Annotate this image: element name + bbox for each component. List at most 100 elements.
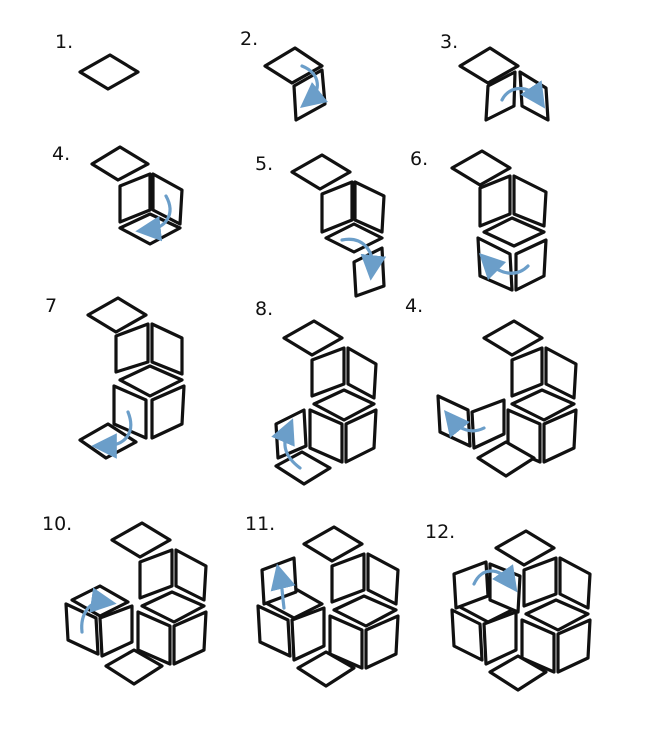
lower-right-rhombus	[542, 408, 578, 464]
step-5-label: 5.	[255, 153, 273, 175]
step-2-diagram	[263, 46, 328, 122]
step-10-diagram	[64, 521, 208, 686]
step-6-diagram	[450, 149, 548, 292]
top-rhombus	[110, 521, 172, 559]
center-red-rhombus	[524, 598, 590, 632]
right-rhombus	[518, 70, 550, 122]
side-rhombus	[470, 398, 506, 450]
top-rhombus	[90, 145, 150, 182]
teal-rhombus	[558, 556, 592, 610]
middle-rhombus	[324, 222, 384, 254]
left-rhombus	[310, 346, 346, 398]
right-rhombus	[346, 346, 378, 400]
left-rhombus	[118, 172, 152, 224]
step-4-diagram	[90, 145, 184, 246]
yellow-rhombus	[522, 556, 558, 608]
right-rhombus	[174, 548, 208, 602]
bottom-red-rhombus	[488, 654, 548, 692]
left-rhombus	[330, 552, 366, 604]
step-1-diagram	[78, 53, 140, 91]
bottom-rhombus	[476, 440, 536, 478]
top-rhombus	[86, 296, 148, 334]
step-9-label: 4.	[405, 295, 423, 317]
top-rhombus	[290, 153, 352, 191]
lower-right-rhombus	[344, 408, 378, 464]
right-rhombus	[366, 552, 400, 606]
left-rhombus	[484, 70, 517, 122]
step-3-diagram	[458, 46, 550, 122]
upper-yellow-rhombus	[452, 560, 490, 610]
fold-arrow	[340, 237, 387, 281]
lower-rhombus	[352, 246, 386, 298]
lower-left-rhombus	[112, 384, 148, 440]
middle-rhombus	[312, 388, 376, 422]
right-rhombus	[150, 322, 184, 376]
step-8-label: 8.	[255, 298, 273, 320]
fold-arrow	[271, 418, 302, 470]
step-7-diagram	[78, 296, 186, 460]
step-11-diagram	[256, 525, 400, 688]
far-left-rhombus	[256, 604, 292, 658]
left-rhombus	[114, 322, 150, 374]
fold-arrow	[300, 64, 328, 109]
top-rhombus	[78, 53, 140, 91]
left-yellow-rhombus	[482, 610, 518, 666]
fold-arrow	[135, 194, 172, 242]
step-12-label: 12.	[425, 521, 455, 543]
step-7-label: 7	[45, 295, 57, 317]
right-rhombus	[544, 346, 578, 400]
lower-left-rhombus	[308, 408, 344, 464]
left-rhombus	[320, 180, 354, 234]
step-10-label: 10.	[42, 513, 72, 535]
rotate-arrow	[478, 252, 530, 281]
bottom-rhombus	[296, 650, 356, 688]
lower-right-rhombus	[364, 614, 400, 670]
lower-right-rhombus	[514, 238, 548, 292]
top-rhombus	[302, 525, 364, 563]
rotate-arrow	[500, 80, 546, 109]
step-1-label: 1.	[55, 31, 73, 53]
step-8-diagram	[271, 319, 378, 486]
middle-rhombus	[140, 590, 206, 624]
step-12-diagram	[450, 529, 592, 692]
top-rhombus	[482, 319, 544, 357]
top-rhombus	[263, 46, 324, 85]
right-rhombus	[353, 180, 386, 234]
fold-arrow	[91, 410, 133, 459]
step-3-label: 3.	[440, 31, 458, 53]
lower-teal-rhombus	[520, 618, 556, 674]
middle-rhombus	[332, 594, 398, 628]
fold-arrow	[443, 410, 486, 438]
step-6-label: 6.	[410, 148, 428, 170]
step-11-label: 11.	[245, 513, 275, 535]
middle-rhombus	[118, 364, 184, 398]
side-rhombus	[290, 606, 326, 662]
lower-right-rhombus	[150, 384, 186, 440]
lower-yellow-rhombus	[556, 618, 592, 674]
left-rhombus	[510, 346, 544, 398]
top-rhombus	[458, 46, 520, 85]
step-5-diagram	[290, 153, 387, 298]
step-9-diagram	[436, 319, 578, 478]
far-left-teal-rhombus	[450, 608, 484, 662]
middle-rhombus	[510, 388, 576, 422]
lower-left-rhombus	[476, 236, 514, 292]
right-rhombus	[512, 174, 548, 228]
step-4-label: 4.	[52, 143, 70, 165]
top-rhombus	[282, 319, 344, 357]
lower-left-rhombus	[136, 610, 172, 666]
top-rhombus-red	[494, 529, 556, 567]
fold-arrow	[270, 563, 296, 610]
step-2-label: 2.	[240, 28, 258, 50]
top-rhombus	[450, 149, 512, 187]
left-rhombus	[478, 174, 512, 228]
lower-left-rhombus	[328, 614, 364, 670]
fold-arrow	[80, 587, 117, 634]
bottom-rhombus	[104, 648, 164, 686]
rotate-arrow	[472, 564, 518, 593]
left-rhombus	[138, 548, 174, 600]
side-rhombus	[98, 604, 134, 658]
lower-right-rhombus	[172, 610, 208, 666]
